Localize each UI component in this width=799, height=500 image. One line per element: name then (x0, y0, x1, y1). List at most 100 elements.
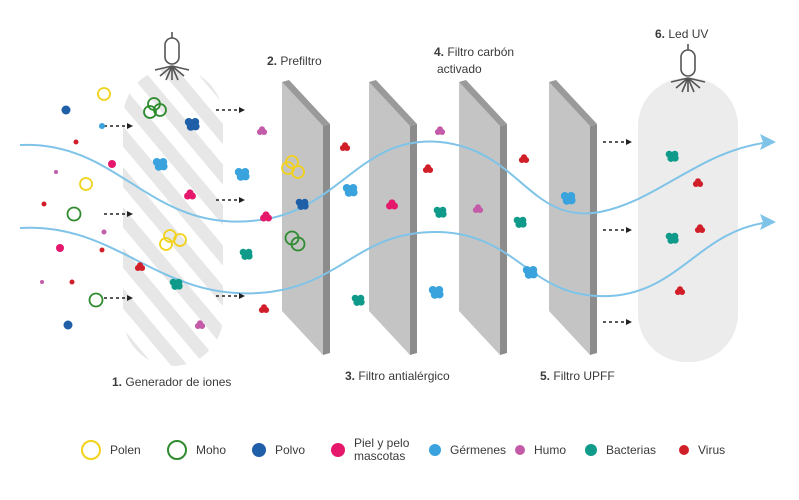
humo-particle (101, 229, 107, 235)
legend-label: Bacterias (606, 442, 657, 457)
uv-chamber (638, 78, 738, 362)
legend-label: Virus (698, 442, 726, 457)
airflow-lower (19, 221, 771, 298)
virus-particle (41, 201, 47, 207)
filter-upff (549, 80, 597, 355)
piel-pelo-cluster (262, 211, 270, 219)
piel-pelo-icon (331, 443, 345, 457)
virus-particle (69, 279, 75, 285)
flow-arrows (104, 107, 632, 325)
bacterias-cluster (175, 282, 183, 290)
humo-cluster (259, 126, 265, 133)
germenes-cluster (567, 196, 576, 205)
airflow-upper (19, 140, 771, 223)
legend-label: Polvo (275, 442, 306, 457)
dashed-arrow (216, 197, 245, 203)
virus-cluster (697, 224, 703, 231)
dashed-arrow (216, 107, 245, 113)
piel-pelo-cluster (388, 199, 396, 207)
virus-icon (679, 445, 689, 455)
legend-item-piel-pelo: Piel y pelo mascotas (330, 430, 409, 470)
germenes-icon (429, 444, 441, 456)
airflow-lower-arrowhead (760, 214, 776, 230)
stage-label-1: 1. Generador de iones (112, 375, 231, 389)
polen-particle (159, 237, 173, 251)
filter-antialergico (369, 80, 417, 355)
stage-label-3: 3. Filtro antialérgico (345, 369, 450, 383)
humo-particle (40, 280, 44, 284)
bacterias-cluster (245, 252, 253, 260)
polen-particle (285, 155, 299, 169)
bacterias-cluster (671, 154, 679, 162)
legend-label: Polen (110, 442, 141, 457)
uv-led-icon (670, 44, 706, 93)
legend-label: Moho (196, 442, 227, 457)
humo-cluster (197, 320, 203, 327)
legend-item-humo: Humo (514, 430, 566, 470)
bacterias-cluster (671, 236, 679, 244)
dashed-arrow (104, 211, 133, 217)
stage-label-6: 6. Led UV (655, 27, 708, 41)
piel-pelo-cluster (186, 189, 194, 197)
moho-particle (66, 206, 82, 222)
polen-particle (291, 165, 305, 179)
stage-label-2: 2. Prefiltro (267, 54, 322, 68)
polvo-cluster (301, 202, 309, 210)
dashed-arrow (603, 139, 632, 145)
germenes-cluster (159, 162, 168, 171)
moho-particle (153, 103, 167, 117)
polvo-icon (252, 443, 266, 457)
legend-item-moho: Moho (166, 430, 226, 470)
air-purifier-diagram: 1. Generador de iones 2. Prefiltro 3. Fi… (19, 27, 776, 389)
polvo-cluster (191, 122, 200, 131)
legend-label: Humo (534, 442, 567, 457)
virus-cluster (342, 142, 348, 149)
polvo-particle (63, 320, 73, 330)
stage-label-4-line2: activado (437, 62, 482, 76)
moho-particle (290, 236, 306, 252)
moho-icon (167, 440, 187, 460)
dashed-arrow (603, 227, 632, 233)
legend-label: Piel y pelo mascotas (354, 436, 410, 463)
moho-particle (143, 105, 157, 119)
virus-cluster (695, 178, 701, 185)
virus-cluster (425, 164, 431, 171)
piel-pelo-particle (108, 160, 116, 168)
polen-particle (97, 87, 111, 101)
germenes-cluster (435, 290, 444, 299)
polen-particle (79, 177, 93, 191)
polen-icon (81, 440, 101, 460)
bacterias-cluster (519, 220, 527, 228)
stage-label-4: 4. Filtro carbón (434, 45, 514, 59)
bacterias-icon (585, 444, 597, 456)
humo-cluster (475, 204, 481, 211)
dashed-arrow (104, 295, 133, 301)
virus-cluster (261, 304, 267, 311)
piel-pelo-particle (56, 244, 64, 252)
germenes-cluster (529, 270, 538, 279)
virus-particle (73, 139, 79, 145)
legend-item-germenes: Gérmenes (428, 430, 506, 470)
moho-particle (88, 292, 104, 308)
ion-generator-body (123, 68, 223, 366)
dashed-arrow (104, 123, 133, 129)
legend-item-virus: Virus (678, 430, 725, 470)
dashed-arrow (216, 293, 245, 299)
humo-cluster (437, 126, 443, 133)
stage-label-5: 5. Filtro UPFF (540, 369, 615, 383)
filter-prefiltro (282, 80, 330, 355)
bacterias-cluster (439, 210, 447, 218)
legend-label: Gérmenes (450, 442, 507, 457)
legend: Polen Moho Polvo Piel y pelo mascotas Gé… (0, 430, 799, 470)
legend-item-polen: Polen (80, 430, 141, 470)
particles (40, 87, 706, 330)
legend-item-bacterias: Bacterias (584, 430, 656, 470)
dashed-arrow (603, 319, 632, 325)
polvo-particle (61, 105, 71, 115)
humo-particle (54, 170, 58, 174)
polen-particle (173, 233, 187, 247)
ion-emitter-icon (154, 32, 190, 81)
humo-icon (515, 445, 525, 455)
virus-cluster (521, 154, 527, 161)
airflow-upper-arrowhead (760, 134, 776, 150)
